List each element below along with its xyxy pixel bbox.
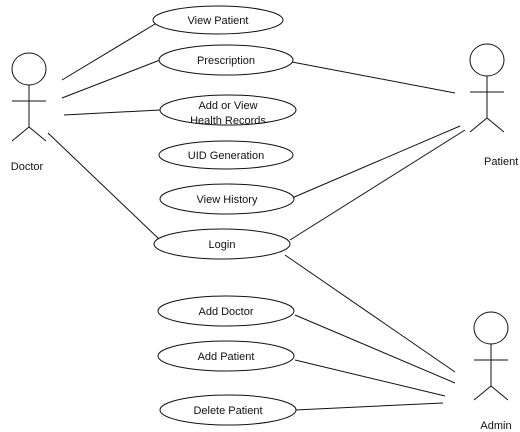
use-case-delete-patient: Delete Patient: [159, 394, 297, 426]
assoc-admin-add-patient: [294, 359, 446, 397]
assoc-doctor-view-patient: [61, 20, 161, 81]
assoc-admin-add-doctor: [294, 314, 456, 384]
assoc-patient-prescription: [291, 61, 456, 94]
use-case-uid-generation: UID Generation: [158, 140, 294, 170]
add-doctor-label: Add Doctor: [198, 306, 253, 318]
use-case-view-history: View History: [159, 183, 295, 215]
use-case-health-records: Add or View Health Records: [159, 94, 297, 127]
actor-doctor: Doctor: [11, 52, 47, 173]
assoc-admin-login: [284, 254, 456, 373]
doctor-label: Doctor: [11, 161, 44, 173]
use-case-view-patient: View Patient: [152, 5, 284, 35]
use-case-add-patient: Add Patient: [157, 340, 295, 372]
view-patient-label: View Patient: [188, 15, 249, 27]
patient-stick-figure: [469, 43, 505, 133]
view-history-label: View History: [197, 194, 258, 206]
patient-label: Patient: [484, 156, 518, 168]
prescription-label: Prescription: [197, 55, 255, 67]
login-label: Login: [209, 239, 236, 251]
use-case-login: Login: [153, 228, 291, 260]
actor-admin: Admin: [473, 311, 512, 432]
doctor-stick-figure: [11, 52, 47, 142]
assoc-patient-view-history: [291, 125, 461, 199]
use-case-prescription: Prescription: [158, 44, 294, 76]
admin-label: Admin: [480, 420, 511, 432]
health-records-label-line2: Health Records: [190, 115, 266, 127]
delete-patient-label: Delete Patient: [193, 405, 262, 417]
admin-stick-figure: [473, 311, 509, 401]
use-case-add-doctor: Add Doctor: [157, 295, 295, 327]
uid-generation-label: UID Generation: [188, 150, 264, 162]
health-records-label-line1: Add or View: [198, 100, 257, 112]
assoc-doctor-prescription: [61, 59, 161, 99]
assoc-doctor-health-records: [63, 109, 161, 116]
assoc-patient-login: [289, 129, 466, 241]
assoc-doctor-login: [47, 132, 161, 241]
add-patient-label: Add Patient: [198, 351, 255, 363]
actor-patient: Patient: [469, 43, 518, 168]
assoc-admin-delete-patient: [294, 402, 444, 411]
associations: [47, 20, 466, 411]
